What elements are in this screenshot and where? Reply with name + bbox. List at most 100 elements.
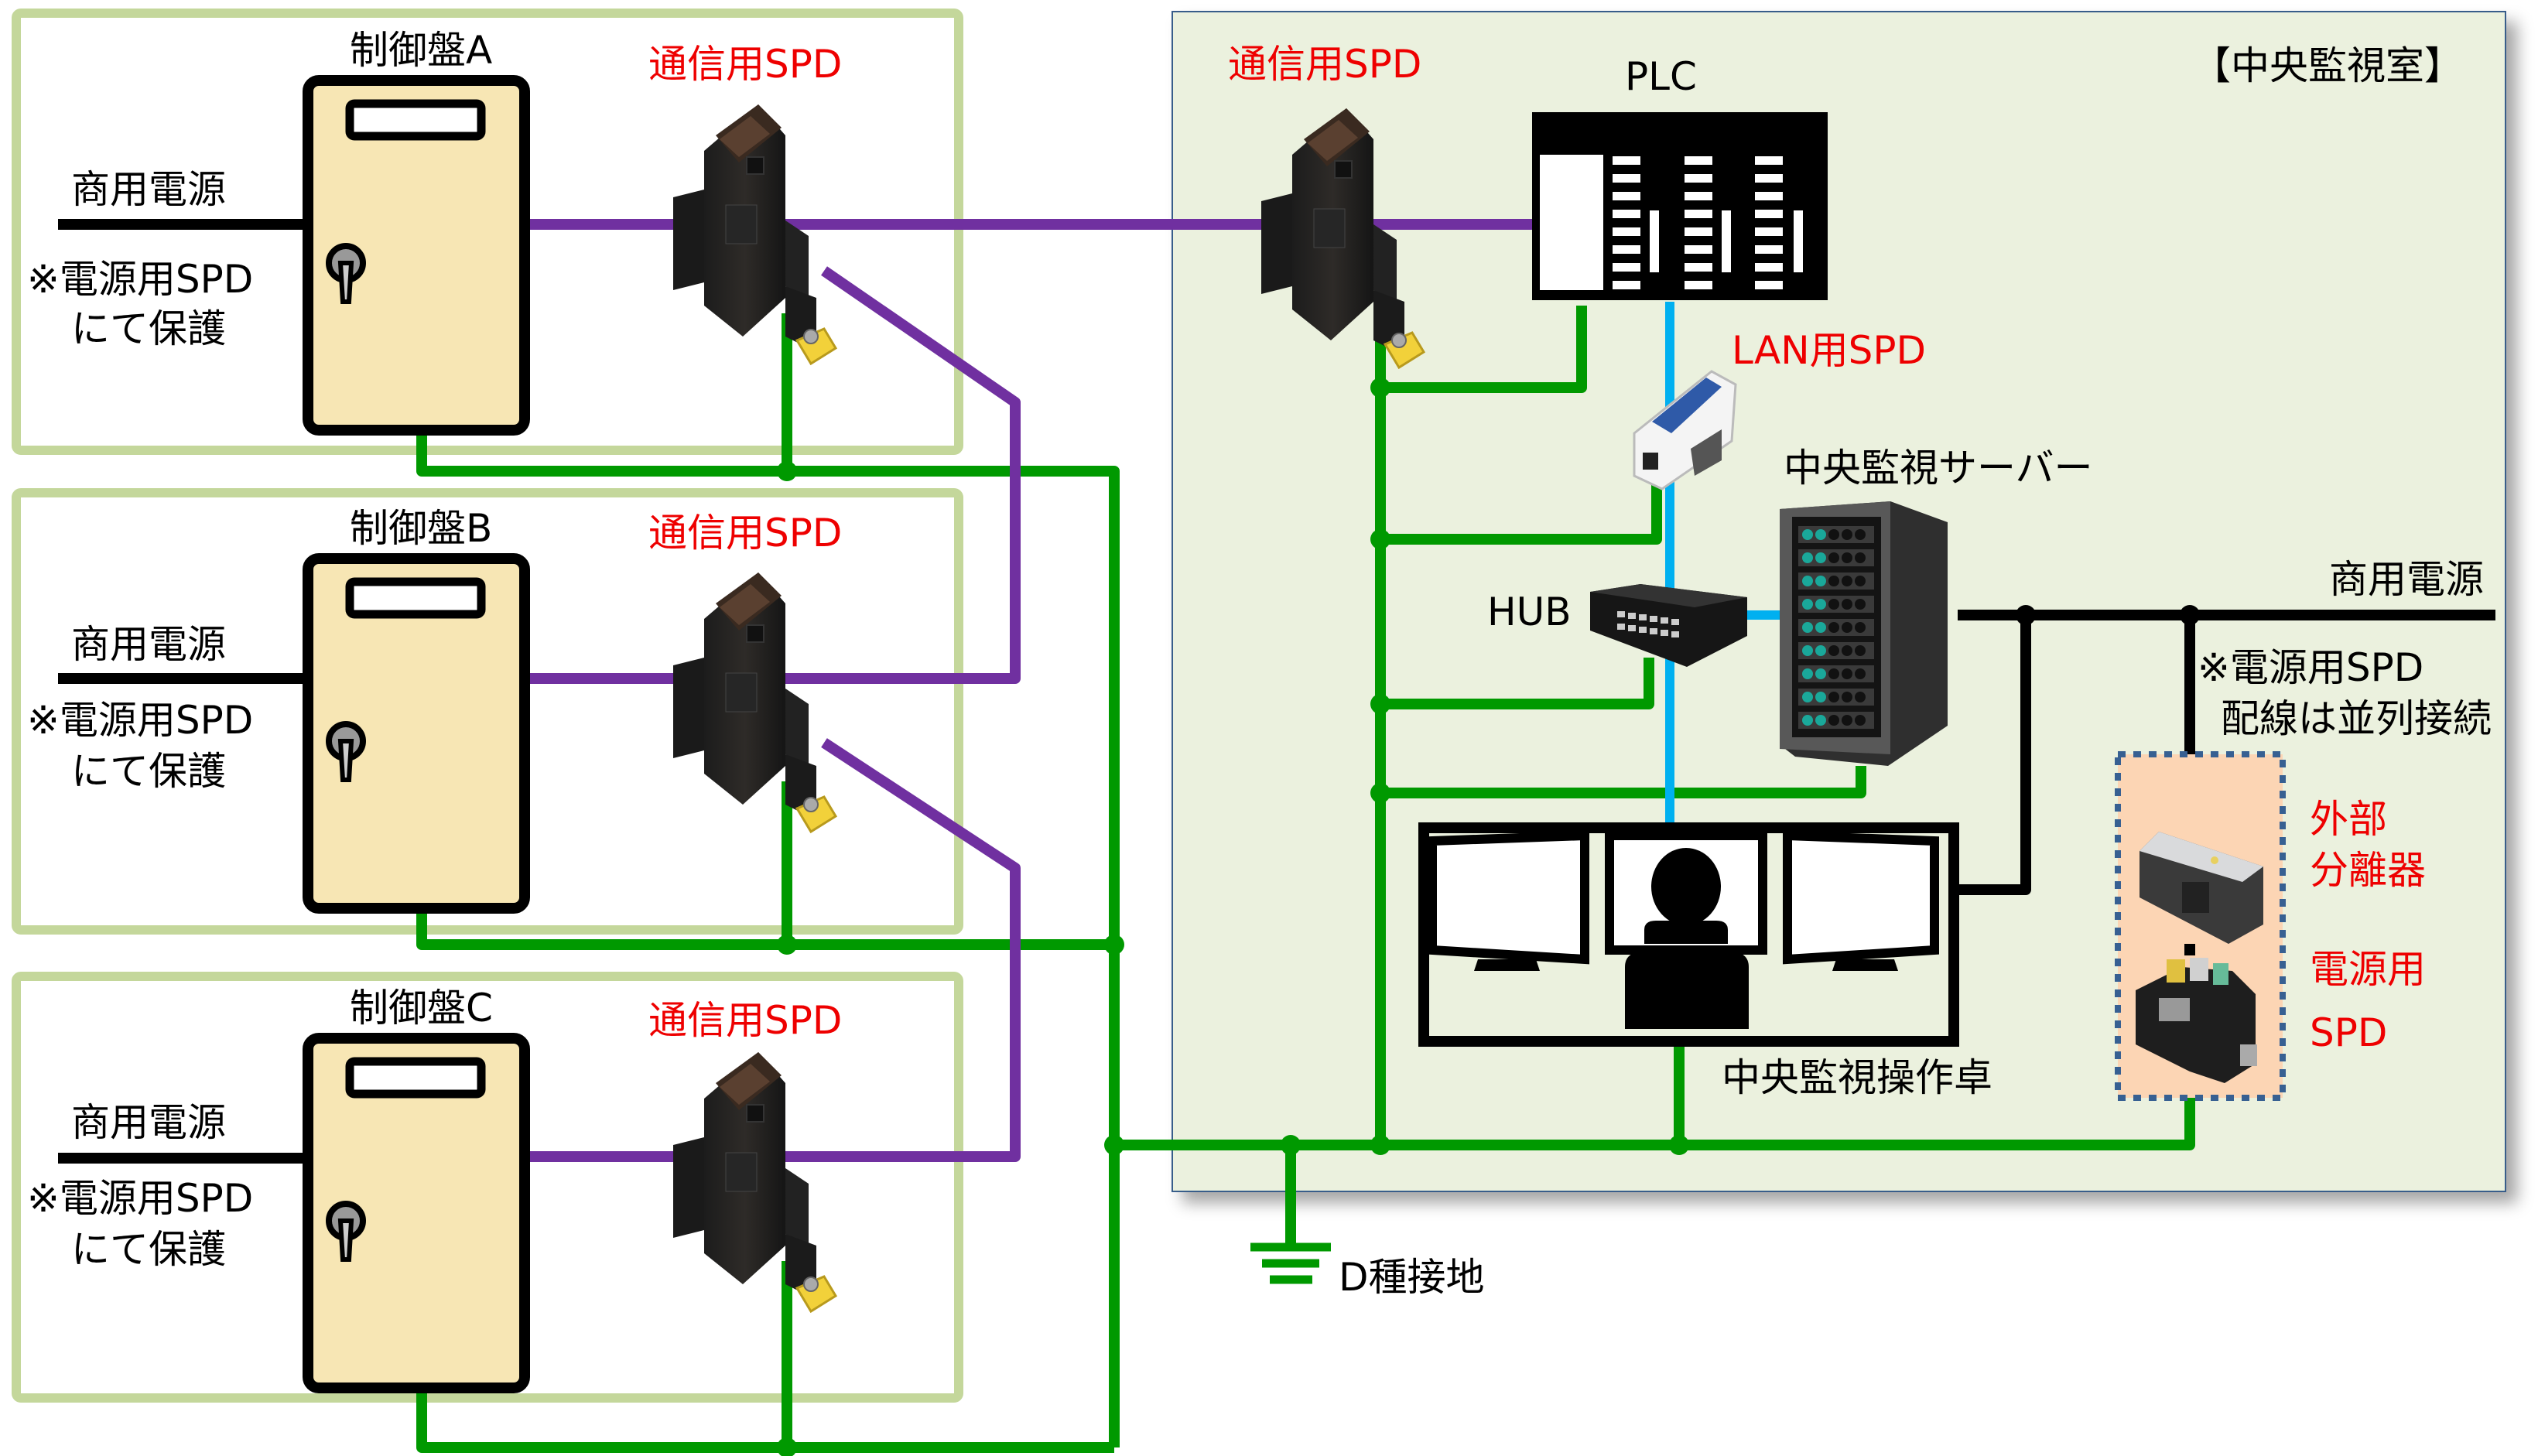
server-label: 中央監視サーバー — [1784, 446, 2093, 490]
cabinet-b[interactable] — [303, 553, 530, 914]
server-led-off — [1842, 668, 1852, 679]
panel-c-power-label: 商用電源 — [71, 1100, 226, 1145]
ground-wire-plc — [1380, 306, 1587, 393]
room-power-note-line1: ※電源用SPD — [2198, 645, 2423, 690]
server-led-on — [1815, 552, 1826, 563]
panel-a-title: 制御盤A — [350, 28, 492, 73]
power-spd-label-line1: 電源用 — [2310, 947, 2426, 992]
cabinet-a-nameplate — [345, 99, 486, 141]
lan-spd-icon[interactable] — [1633, 370, 1737, 490]
room-power-note-line2: 配線は並列接続 — [2221, 696, 2492, 741]
ground-label: D種接地 — [1339, 1255, 1485, 1300]
junction-dot — [1370, 378, 1390, 398]
server-led-on — [1802, 668, 1813, 679]
server-led-off — [1855, 552, 1866, 563]
power-junction-dots — [2016, 605, 2200, 625]
server-led-off — [1855, 622, 1866, 633]
separator-label-line2: 分離器 — [2310, 848, 2426, 893]
server-led-off — [1828, 599, 1839, 610]
server-led-on — [1815, 715, 1826, 726]
server-led-off — [1828, 692, 1839, 702]
server-led-off — [1828, 552, 1839, 563]
power-spd-icon[interactable] — [2136, 958, 2257, 1083]
server-rack-icon[interactable] — [1780, 501, 1948, 766]
cabinet-a[interactable] — [303, 75, 530, 436]
server-led-on — [1815, 599, 1826, 610]
panel-a-note-line2: にて保護 — [71, 306, 226, 351]
server-led-on — [1815, 668, 1826, 679]
comm-wire-b-to-c — [821, 738, 1021, 1162]
junction-dot — [1370, 783, 1390, 803]
panel-c-title: 制御盤C — [350, 986, 493, 1030]
server-led-on — [1802, 645, 1813, 656]
panel-c-note-line2: にて保護 — [71, 1227, 226, 1272]
ground-wire-panel-c-cabinet — [416, 1386, 1114, 1453]
server-led-off — [1842, 576, 1852, 586]
ground-wire-lan-spd — [1380, 480, 1662, 545]
server-led-off — [1842, 622, 1852, 633]
cabinet-b-body — [303, 553, 530, 914]
junction-dot — [1104, 935, 1124, 955]
plc-label: PLC — [1625, 54, 1697, 99]
console-label: 中央監視操作卓 — [1722, 1055, 1992, 1100]
external-separator-icon[interactable] — [2140, 832, 2263, 944]
server-led-off — [1828, 668, 1839, 679]
power-spd-group — [2115, 751, 2286, 1101]
panel-a-spd-label: 通信用SPD — [648, 42, 842, 87]
comm-wire-a-to-b — [821, 266, 1021, 684]
server-led-on — [1802, 599, 1813, 610]
junction-dot — [1669, 1135, 1689, 1155]
cabinet-c[interactable] — [303, 1033, 530, 1393]
server-led-on — [1802, 552, 1813, 563]
room-power-label: 商用電源 — [2329, 557, 2484, 602]
server-led-off — [1855, 692, 1866, 702]
plc-io-slots — [1613, 156, 1803, 289]
ground-wire-panel-a-cabinet — [416, 432, 787, 477]
power-spd-label-line2: SPD — [2310, 1010, 2387, 1055]
plc-icon[interactable] — [1532, 112, 1828, 300]
junction-dot — [1281, 1135, 1301, 1155]
junction-dot — [2016, 605, 2036, 625]
server-led-off — [1828, 715, 1839, 726]
panel-b-title: 制御盤B — [350, 506, 492, 551]
panel-b-power-label: 商用電源 — [71, 622, 226, 667]
server-led-off — [1828, 529, 1839, 540]
server-led-off — [1842, 645, 1852, 656]
server-led-on — [1815, 529, 1826, 540]
server-led-off — [1842, 599, 1852, 610]
hub-icon[interactable] — [1590, 584, 1747, 667]
server-led-on — [1802, 529, 1813, 540]
panel-b-note-line2: にて保護 — [71, 749, 226, 794]
junction-dot — [2180, 605, 2200, 625]
ground-wire-server — [1380, 766, 1866, 798]
cabinet-handle-icon — [326, 243, 366, 304]
hub-ports — [1617, 611, 1679, 637]
server-led-off — [1842, 529, 1852, 540]
server-led-off — [1828, 645, 1839, 656]
server-led-off — [1828, 576, 1839, 586]
panel-a-note-line1: ※電源用SPD — [27, 257, 253, 302]
server-led-on — [1815, 692, 1826, 702]
earth-ground-icon — [1250, 1242, 1331, 1284]
junction-dot — [777, 1437, 797, 1456]
junction-dot — [1104, 1135, 1124, 1155]
ground-wire-panel-b-cabinet — [416, 905, 1114, 950]
monitoring-console-icon[interactable] — [1418, 822, 1959, 1047]
cabinet-c-body — [303, 1033, 530, 1393]
panel-b-note-line1: ※電源用SPD — [27, 698, 253, 743]
server-led-off — [1842, 715, 1852, 726]
power-wire-console — [1946, 615, 2031, 895]
cabinet-handle-icon — [326, 1201, 366, 1262]
server-led-off — [1855, 645, 1866, 656]
cabinet-handle-icon — [326, 721, 366, 782]
operator-icon — [1651, 848, 1721, 925]
hub-label: HUB — [1487, 590, 1572, 634]
plc-cpu-module — [1540, 155, 1603, 290]
panel-b-spd-label: 通信用SPD — [648, 511, 842, 555]
junction-dot — [777, 461, 797, 481]
ground-wire-hub — [1380, 658, 1654, 709]
server-led-on — [1815, 576, 1826, 586]
server-led-off — [1855, 529, 1866, 540]
server-led-on — [1802, 622, 1813, 633]
cabinet-b-nameplate — [345, 577, 486, 619]
